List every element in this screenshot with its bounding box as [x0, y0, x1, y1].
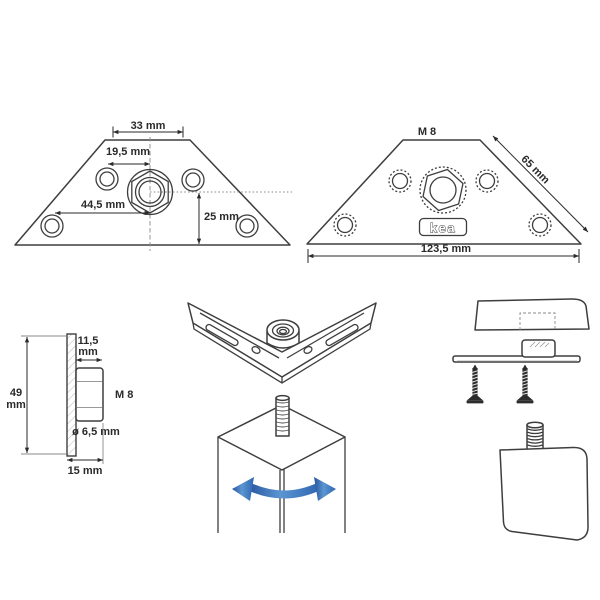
nut-side-view — [521, 339, 556, 358]
screw-hole — [251, 346, 261, 354]
dimension-label-diagonal: 65 mm — [519, 153, 552, 186]
dimension-base-width: 123,5 mm — [307, 243, 580, 263]
dimension-label-base-width: 123,5 mm — [421, 243, 471, 255]
screw-hole — [95, 167, 119, 191]
screw-hole — [388, 169, 412, 193]
dimension-label-total-depth: 15 mm — [68, 465, 103, 477]
dimension-label-nut-width-unit: mm — [78, 346, 98, 358]
back-view-drawing: M 8 65 mm 123,5 mm kea — [306, 126, 589, 263]
front-view-drawing: 33 mm 19,5 mm 44,5 mm 25 mm — [14, 120, 292, 251]
leg-edges — [217, 437, 346, 533]
screw-hole — [40, 214, 64, 238]
rotation-arrow-icon — [232, 477, 336, 501]
hole-diameter-label: ø 6,5 mm — [72, 426, 120, 438]
side-view-drawing: 49 mm 11,5 mm M 8 ø 6,5 mm 15 mm — [6, 333, 133, 477]
threaded-stud — [275, 394, 290, 437]
dimension-label-height-unit: mm — [6, 399, 26, 411]
dimension-label-hole-offset: 19,5 mm — [106, 146, 150, 158]
center-nut — [419, 166, 467, 214]
recess-dashed-outline — [519, 312, 556, 330]
screw-hole — [303, 346, 313, 354]
screw-holes — [40, 167, 259, 238]
dimension-total-depth: 15 mm — [67, 423, 104, 477]
dimension-label-center-to-base: 25 mm — [204, 211, 239, 223]
dimension-nut-width: 11,5 mm — [76, 335, 102, 363]
dimension-label-corner-hole: 44,5 mm — [81, 199, 125, 211]
screw — [516, 364, 534, 404]
screw-hole — [333, 213, 357, 237]
slot-hole — [205, 323, 239, 347]
kea-logo: kea — [418, 217, 468, 237]
screw — [466, 364, 484, 404]
nut-cross-section — [75, 367, 104, 422]
dimension-hole-offset: 19,5 mm — [106, 146, 150, 167]
thread-size-label: M 8 — [115, 389, 133, 401]
furniture-leg — [499, 446, 589, 541]
plate-side-view — [452, 339, 581, 363]
dimension-corner-hole: 44,5 mm — [55, 199, 150, 216]
exploded-view-drawing — [452, 298, 590, 541]
dimension-label-top-width: 33 mm — [131, 120, 166, 132]
corner-plate-3d — [187, 302, 377, 384]
slot-hole — [325, 323, 359, 347]
dimension-center-to-base: 25 mm — [196, 193, 239, 244]
assembly-3d-drawing — [187, 302, 377, 533]
center-nut-3d — [266, 319, 300, 349]
dimension-height: 49 mm — [6, 335, 66, 455]
mounting-plate-outline — [14, 139, 291, 246]
screw-hole — [181, 168, 205, 192]
screw-hole — [235, 214, 259, 238]
dimension-label-height-value: 49 — [10, 387, 22, 399]
thread-size-label: M 8 — [418, 126, 436, 138]
furniture-panel — [474, 298, 590, 331]
threaded-stud — [526, 421, 544, 452]
kea-logo-text: kea — [430, 221, 456, 236]
dimension-top-width: 33 mm — [112, 120, 184, 138]
dimension-label-nut-width-value: 11,5 — [78, 335, 99, 347]
